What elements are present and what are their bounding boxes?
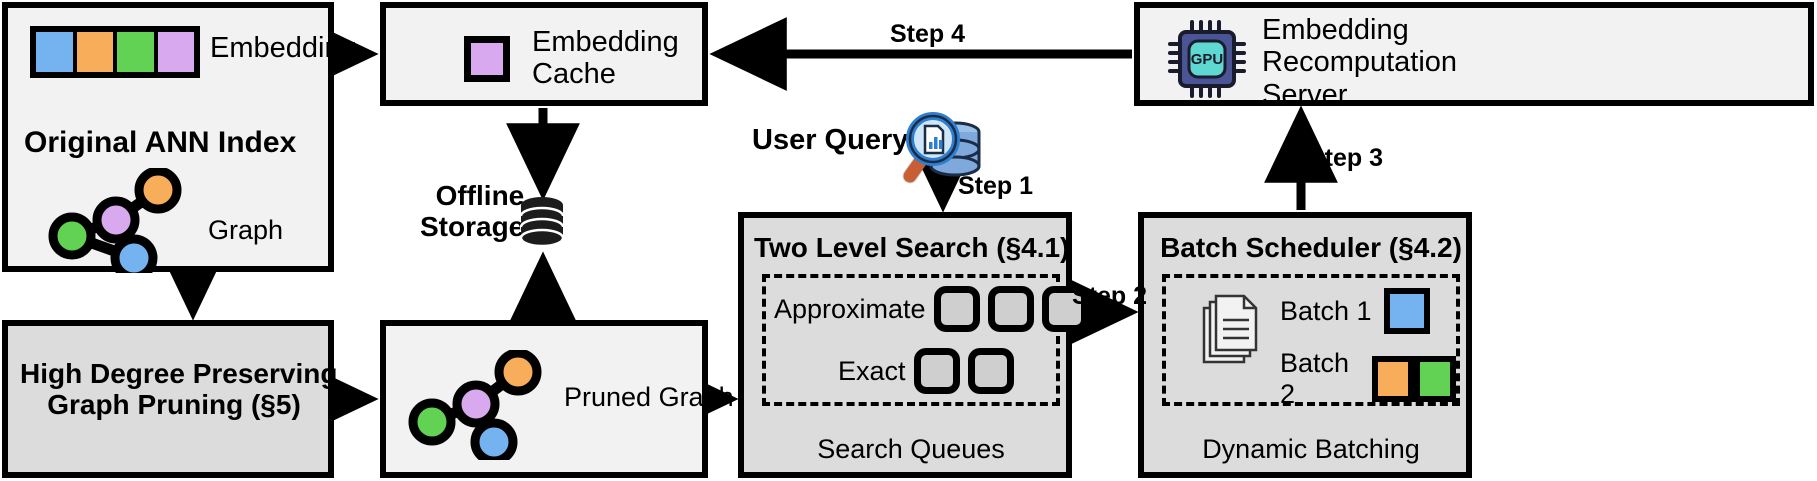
queue-row-exact: Exact — [838, 348, 1014, 394]
embedding-cell-blue — [36, 32, 77, 72]
step-4-label: Step 4 — [890, 20, 966, 48]
embedding-label: Embedding — [210, 32, 357, 64]
batch-label-2: Batch 2 — [1280, 348, 1350, 409]
pruned-graph-box: Pruned Graph — [380, 320, 734, 478]
queue-slot[interactable] — [933, 286, 980, 332]
search-queues-group: Approximate Exact — [762, 274, 1088, 406]
database-cylinder-icon — [519, 197, 565, 248]
embedding-swatch-icon — [464, 36, 510, 82]
batch-row-2: Batch 2 — [1280, 348, 1456, 410]
ann-index-title: Original ANN Index — [24, 126, 297, 159]
batch-scheduler-box: Batch Scheduler (§4.2) Batch 1 Batch 2 — [1138, 212, 1472, 478]
magnifier-part — [902, 112, 960, 184]
queue-label-exact: Exact — [838, 355, 906, 386]
queue-slot[interactable] — [967, 348, 1014, 394]
pruned-graph-icon — [408, 350, 542, 460]
embedding-cell-orange — [76, 32, 117, 72]
embedding-cell-green — [117, 32, 158, 72]
step-1-label: Step 1 — [958, 172, 1034, 200]
graph-pruning-box: High Degree Preserving Graph Pruning (§5… — [2, 320, 338, 478]
two-level-search-title: Two Level Search (§4.1) — [754, 232, 1070, 263]
user-query-label: User Query — [752, 124, 909, 156]
ann-graph-icon — [48, 168, 182, 273]
svg-text:GPU: GPU — [1191, 51, 1224, 68]
batch-chip-green — [1414, 356, 1456, 402]
batch-label-1: Batch 1 — [1280, 295, 1372, 326]
queue-label-approximate: Approximate — [774, 293, 926, 324]
ann-graph-label: Graph — [208, 215, 284, 245]
dynamic-batching-footer: Dynamic Batching — [1202, 434, 1420, 464]
two-level-search-box: Two Level Search (§4.1) Approximate Exac… — [738, 212, 1088, 478]
search-queues-footer: Search Queues — [817, 434, 1005, 464]
recomputation-server-title: Embedding Recomputation Server — [1262, 14, 1458, 111]
batch-chip-orange — [1372, 356, 1415, 402]
gpu-chip-icon: GPU — [1168, 20, 1246, 98]
dynamic-batching-group: Batch 1 Batch 2 — [1162, 274, 1460, 409]
queue-slot[interactable] — [913, 348, 960, 394]
batch-scheduler-title: Batch Scheduler (§4.2) — [1160, 232, 1462, 263]
query-search-database-icon — [902, 112, 981, 184]
step-3-label: Step 3 — [1308, 144, 1384, 172]
batch-row-1: Batch 1 — [1280, 288, 1430, 334]
documents-stack-icon — [1202, 294, 1258, 364]
queue-slot[interactable] — [987, 286, 1034, 332]
batch-chip-blue — [1383, 288, 1430, 334]
embedding-cell-purple — [157, 32, 194, 72]
embedding-cache-title: Embedding Cache — [532, 26, 679, 91]
recomputation-server-box: GPU Embedding Recomputation Server — [1134, 2, 1814, 111]
embedding-strip-icon — [30, 26, 200, 78]
queue-row-approximate: Approximate — [774, 286, 1088, 332]
embedding-cache-box: Embedding Cache — [380, 2, 708, 106]
step-2-label: Step 2 — [1072, 282, 1148, 310]
offline-storage-label: Offline Storage — [420, 180, 525, 243]
graph-pruning-title: High Degree Preserving Graph Pruning (§5… — [20, 358, 338, 421]
original-ann-index-box: Embedding Original ANN Index Graph — [2, 2, 357, 273]
pruned-graph-label: Pruned Graph — [564, 382, 734, 412]
queue-slot[interactable] — [1041, 286, 1088, 332]
